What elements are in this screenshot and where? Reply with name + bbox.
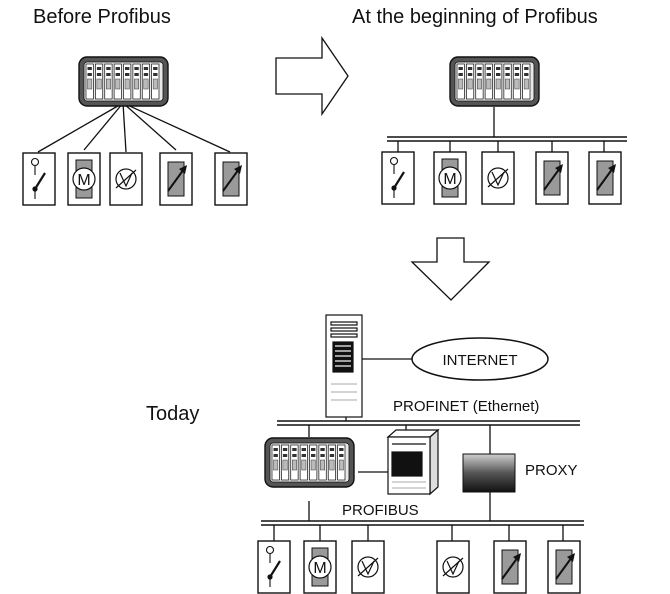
flow-arrow-down-icon xyxy=(410,237,491,301)
beginning-switch-icon-1 xyxy=(381,151,415,205)
today-actuator-icon-6 xyxy=(547,540,581,594)
beginning-motor-icon-2: M xyxy=(433,151,467,205)
svg-text:M: M xyxy=(313,560,326,577)
before-actuator-icon-4 xyxy=(159,152,193,206)
server-tower-icon xyxy=(325,314,363,418)
svg-text:M: M xyxy=(443,171,456,188)
network-wiring xyxy=(37,102,627,541)
plc-rack-before-icon xyxy=(78,56,169,107)
before-valve-icon-3 xyxy=(109,152,143,206)
plc-rack-beginning-icon xyxy=(449,56,540,107)
today-motor-icon-2: M xyxy=(303,540,337,594)
profinet-label: PROFINET (Ethernet) xyxy=(393,398,540,415)
internet-label: INTERNET xyxy=(443,352,518,369)
proxy-label: PROXY xyxy=(525,462,578,479)
internet-cloud xyxy=(411,337,549,381)
field-device-group: M M M xyxy=(22,151,622,594)
today-valve-icon-3 xyxy=(351,540,385,594)
beginning-actuator-icon-4 xyxy=(535,151,569,205)
before-motor-icon-2: M xyxy=(67,152,101,206)
svg-text:M: M xyxy=(77,172,90,189)
plc-group xyxy=(78,56,540,488)
before-switch-icon-1 xyxy=(22,152,56,206)
flow-arrow-right-icon xyxy=(275,35,349,117)
pc-workstation-icon xyxy=(386,428,440,496)
before-profibus-title: Before Profibus xyxy=(33,6,171,28)
today-actuator-icon-5 xyxy=(493,540,527,594)
plc-rack-today-icon xyxy=(264,437,355,488)
before-actuator-icon-5 xyxy=(214,152,248,206)
proxy-box-icon xyxy=(462,453,516,493)
today-title: Today xyxy=(146,403,200,425)
today-valve-icon-4 xyxy=(436,540,470,594)
beginning-actuator-icon-5 xyxy=(588,151,622,205)
beginning-profibus-title: At the beginning of Profibus xyxy=(352,6,598,28)
today-switch-icon-1 xyxy=(257,540,291,594)
beginning-valve-icon-3 xyxy=(481,151,515,205)
profibus-label: PROFIBUS xyxy=(342,502,419,519)
